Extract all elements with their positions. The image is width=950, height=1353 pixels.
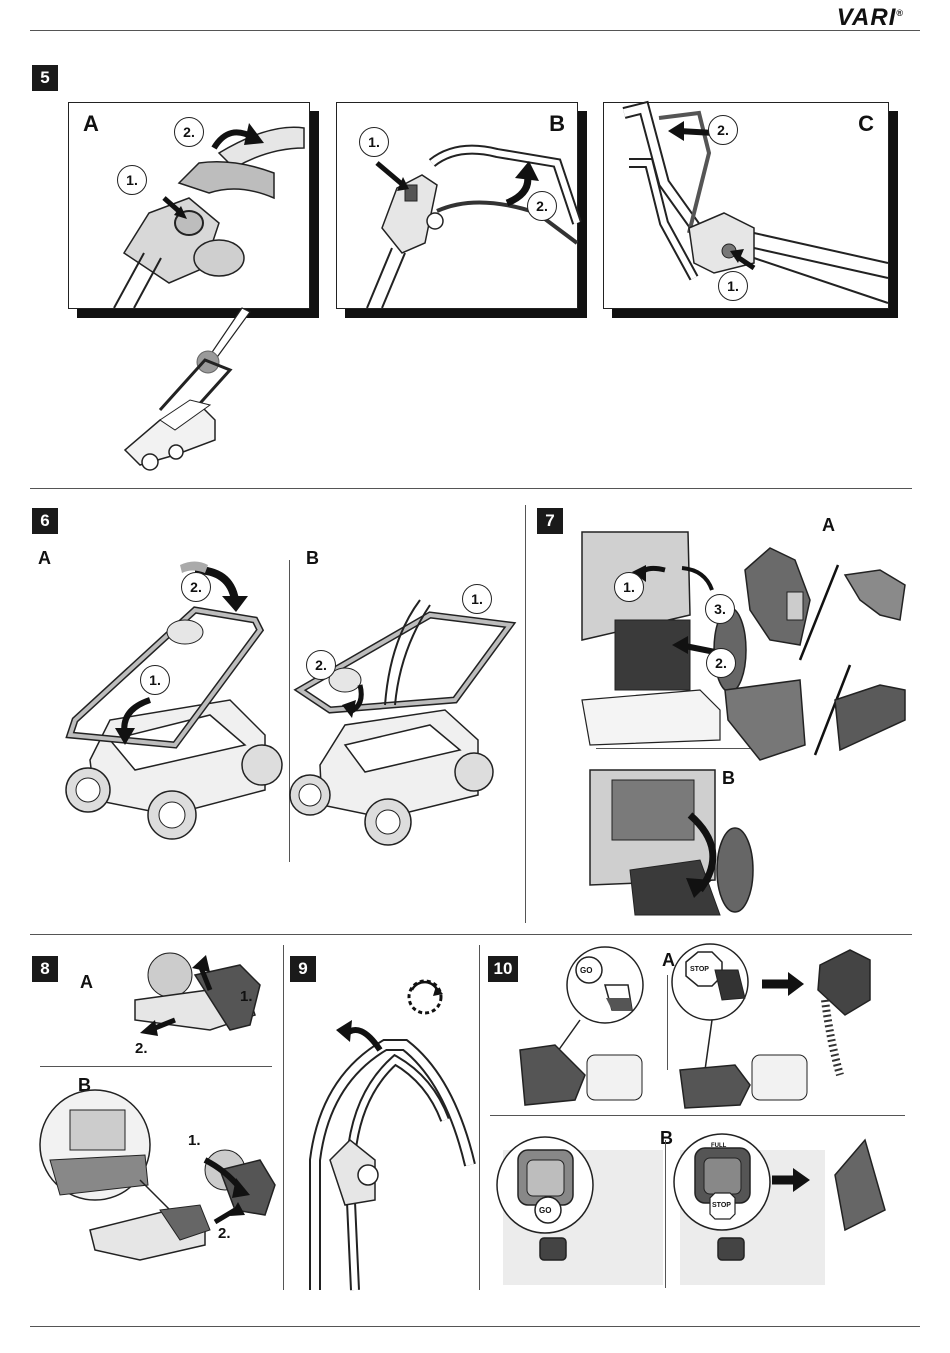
brand-registered: ® bbox=[896, 8, 904, 18]
indicator-stop-sign: STOP bbox=[690, 966, 709, 973]
step-7-badge: 7 bbox=[537, 508, 563, 534]
step-6-b-letter: B bbox=[306, 548, 319, 569]
brand-text: VARI bbox=[837, 4, 897, 31]
indicator-go-label: GO bbox=[539, 1206, 551, 1215]
step-7-callout-1: 1. bbox=[614, 572, 644, 602]
callout-b-2: 2. bbox=[527, 191, 557, 221]
step-7-callout-2: 2. bbox=[706, 648, 736, 678]
step-5-badge: 5 bbox=[32, 65, 58, 91]
step-8-divider bbox=[40, 1066, 272, 1067]
step-8-9-divider bbox=[283, 945, 284, 1290]
step-10-a-letter: A bbox=[662, 950, 675, 971]
step-8-b-callout-1: 1. bbox=[188, 1132, 201, 1149]
step-6-divider bbox=[289, 560, 290, 862]
step-10-b-letter: B bbox=[660, 1128, 673, 1149]
step-10-badge: 10 bbox=[488, 956, 518, 982]
step-9-10-divider bbox=[479, 945, 480, 1290]
step-8-badge: 8 bbox=[32, 956, 58, 982]
footer-rule bbox=[30, 1326, 920, 1327]
gear-rotate-icon bbox=[409, 981, 443, 1013]
step-5-panel-c: C 2. 1. bbox=[603, 102, 889, 309]
step-6-a-callout-2: 2. bbox=[181, 572, 211, 602]
step-8-b-callout-2: 2. bbox=[218, 1225, 231, 1242]
step-8-b-letter: B bbox=[78, 1075, 91, 1096]
step-5-panel-a: A 1. 2. bbox=[68, 102, 310, 309]
handle-folding-illustration bbox=[604, 103, 888, 308]
step-10-top-divider bbox=[667, 975, 668, 1070]
step-7-a-letter: A bbox=[822, 515, 835, 536]
section-rule-2 bbox=[30, 934, 912, 935]
step-10-bottom-divider bbox=[665, 1140, 666, 1288]
step-6-b-callout-2: 2. bbox=[306, 650, 336, 680]
step-6-b-callout-1: 1. bbox=[462, 584, 492, 614]
step-6-7-divider bbox=[525, 505, 526, 923]
callout-a-1: 1. bbox=[117, 165, 147, 195]
header-rule bbox=[30, 30, 920, 31]
brand-logo: VARI® bbox=[837, 4, 904, 32]
indicator-go-sign: GO bbox=[580, 966, 592, 975]
callout-a-2: 2. bbox=[174, 117, 204, 147]
step-7-b-letter: B bbox=[722, 768, 735, 789]
step-7-callout-3: 3. bbox=[705, 594, 735, 624]
section-rule-1 bbox=[30, 488, 912, 489]
callout-c-1: 1. bbox=[718, 271, 748, 301]
step-6-badge: 6 bbox=[32, 508, 58, 534]
step-9-badge: 9 bbox=[290, 956, 316, 982]
step-8-a-callout-2: 2. bbox=[135, 1040, 148, 1057]
callout-c-2: 2. bbox=[708, 115, 738, 145]
step-8-a-letter: A bbox=[80, 972, 93, 993]
step-6-a-callout-1: 1. bbox=[140, 665, 170, 695]
step-10-horizontal-divider bbox=[490, 1115, 905, 1116]
step-7-divider bbox=[596, 748, 750, 749]
step-6-a-letter: A bbox=[38, 548, 51, 569]
indicator-stop-label: STOP bbox=[712, 1202, 731, 1209]
step-5-panel-b: B 1. 2. bbox=[336, 102, 578, 309]
indicator-full-label: FULL bbox=[711, 1143, 726, 1149]
callout-b-1: 1. bbox=[359, 127, 389, 157]
step-8-a-callout-1: 1. bbox=[240, 988, 253, 1005]
